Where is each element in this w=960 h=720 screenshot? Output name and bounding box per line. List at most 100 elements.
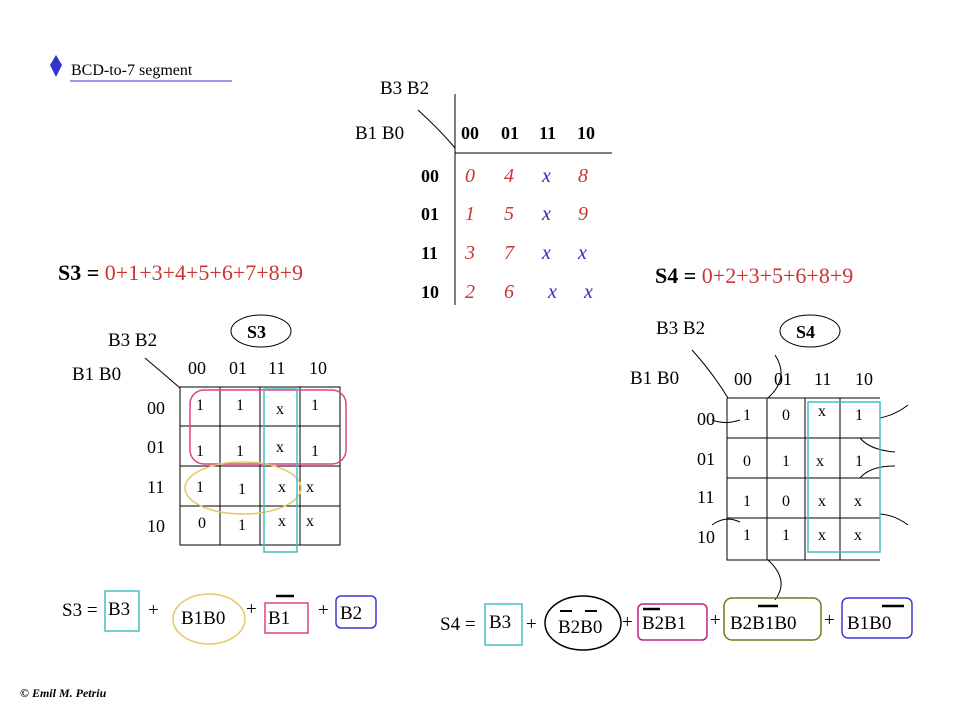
index-cell: 0 bbox=[465, 165, 475, 187]
s3-term: B1B0 bbox=[181, 608, 225, 629]
s3-row-header: 00 bbox=[147, 398, 165, 418]
s4-cell: x bbox=[818, 403, 826, 420]
index-cell: 3 bbox=[464, 242, 475, 264]
s3-row-header: 10 bbox=[147, 516, 165, 536]
s4-equation-prefix: S4 = bbox=[655, 263, 702, 288]
index-cells: 0 4 x 8 1 5 x 9 3 7 x x 2 6 x x bbox=[464, 165, 593, 303]
s3-col-header: 01 bbox=[229, 358, 247, 378]
s3-cell: 1 bbox=[196, 397, 204, 414]
s4-plus: + bbox=[710, 610, 721, 631]
s4-cell: 0 bbox=[743, 453, 751, 470]
index-cell: x bbox=[541, 203, 551, 225]
s3-term-box bbox=[104, 590, 140, 632]
s3-cells: 1 1 x 1 1 1 x 1 1 1 x x 0 1 x x bbox=[196, 397, 319, 534]
s3-side-var: B1 B0 bbox=[72, 364, 121, 385]
index-col-header: 10 bbox=[577, 123, 595, 143]
s4-badge: S4 bbox=[796, 322, 815, 342]
s3-term-box bbox=[172, 593, 246, 645]
s4-cell: x bbox=[854, 527, 862, 544]
s4-term: B2B1 bbox=[642, 613, 686, 634]
s4-row-header: 11 bbox=[697, 487, 714, 507]
s3-kmap: S3 B3 B2 B1 B0 00 01 11 10 00 01 11 10 1… bbox=[72, 314, 347, 553]
s3-cell: 1 bbox=[238, 517, 246, 534]
s3-grid bbox=[179, 386, 341, 546]
s4-equation-terms: 0+2+3+5+6+8+9 bbox=[702, 263, 853, 288]
s4-row-header: 00 bbox=[697, 409, 715, 429]
s4-kmap: S4 B3 B2 B1 B0 00 01 11 10 00 01 11 10 bbox=[630, 314, 909, 601]
index-col-header: 00 bbox=[461, 123, 479, 143]
index-row-header: 10 bbox=[421, 282, 439, 302]
s4-cell: 1 bbox=[782, 453, 790, 470]
s4-plus: + bbox=[622, 612, 633, 633]
index-cell: 2 bbox=[465, 281, 475, 303]
s3-loop-b2-group bbox=[263, 388, 298, 553]
footer-copyright: © Emil M. Petriu bbox=[20, 686, 107, 700]
s3-badge-outline bbox=[230, 314, 292, 348]
s4-cell: x bbox=[816, 453, 824, 470]
s3-col-header: 11 bbox=[268, 358, 285, 378]
s3-cell: 1 bbox=[236, 397, 244, 414]
s4-top-var: B3 B2 bbox=[656, 318, 705, 339]
s4-term-box bbox=[544, 595, 622, 651]
s4-plus: + bbox=[824, 610, 835, 631]
s3-equation: S3 = 0+1+3+4+5+6+7+8+9 bbox=[58, 260, 303, 285]
s3-plus: + bbox=[246, 599, 257, 620]
s3-cell: 1 bbox=[238, 481, 246, 498]
s3-term: B1 bbox=[268, 608, 290, 629]
s4-term: B3 bbox=[489, 612, 511, 633]
index-cell: x bbox=[577, 242, 587, 264]
s4-side-var: B1 B0 bbox=[630, 368, 679, 389]
s3-term-box bbox=[264, 602, 309, 634]
s4-term-box bbox=[637, 603, 708, 641]
index-kmap: B3 B2 B1 B0 00 01 11 10 00 01 11 10 0 4 … bbox=[355, 78, 612, 305]
diamond-bullet-icon bbox=[50, 55, 62, 77]
s3-badge: S3 bbox=[247, 322, 266, 342]
s4-term-box bbox=[484, 603, 523, 646]
s3-equation-terms: 0+1+3+4+5+6+7+8+9 bbox=[105, 260, 303, 285]
s4-term: B2B1B0 bbox=[730, 613, 797, 634]
s4-term: B1B0 bbox=[847, 613, 891, 634]
s3-cell: 1 bbox=[196, 443, 204, 460]
s3-loop-b1-group bbox=[184, 461, 302, 515]
index-cell: 5 bbox=[504, 203, 514, 225]
s3-corner-diagonal bbox=[144, 357, 181, 389]
index-row-header: 00 bbox=[421, 166, 439, 186]
s3-term-box bbox=[335, 595, 377, 629]
index-cell: x bbox=[583, 281, 593, 303]
s4-cell: x bbox=[818, 493, 826, 510]
s4-loop-b3-group bbox=[807, 401, 881, 553]
s4-plus: + bbox=[526, 614, 537, 635]
s4-grid bbox=[711, 354, 909, 601]
index-cell: 9 bbox=[578, 203, 588, 225]
s3-term: B3 bbox=[108, 599, 130, 620]
s4-equation: S4 = 0+2+3+5+6+8+9 bbox=[655, 263, 853, 288]
s4-cell: 0 bbox=[782, 407, 790, 424]
s3-minterm-equation: S3 = 0+1+3+4+5+6+7+8+9 bbox=[58, 260, 303, 285]
s3-cell: x bbox=[306, 479, 314, 496]
s4-corner-diagonal bbox=[691, 349, 729, 399]
s3-plus: + bbox=[318, 600, 329, 621]
s4-minterm-equation: S4 = 0+2+3+5+6+8+9 bbox=[655, 263, 853, 288]
index-side-var: B1 B0 bbox=[355, 123, 404, 144]
s4-result: S4 = B3 + B2B0 + B2B1 + B2B1B0 + B1B0 bbox=[440, 595, 913, 651]
s3-cell: x bbox=[306, 513, 314, 530]
s3-row-header: 01 bbox=[147, 437, 165, 457]
index-cell: x bbox=[547, 281, 557, 303]
index-col-header: 11 bbox=[539, 123, 556, 143]
s4-cell: x bbox=[854, 493, 862, 510]
s4-col-header: 00 bbox=[734, 369, 752, 389]
s3-cell: 1 bbox=[236, 443, 244, 460]
index-cell: x bbox=[541, 242, 551, 264]
s3-cell: 0 bbox=[198, 515, 206, 532]
index-corner-diagonal bbox=[417, 109, 456, 149]
s4-cell: 1 bbox=[855, 407, 863, 424]
s4-term-box bbox=[841, 597, 913, 639]
s4-cell: 1 bbox=[855, 453, 863, 470]
index-cell: 1 bbox=[465, 203, 475, 225]
s3-cell: x bbox=[276, 439, 284, 456]
index-cell: 7 bbox=[504, 242, 515, 264]
s4-cell: 1 bbox=[743, 493, 751, 510]
s3-equation-prefix: S3 = bbox=[58, 260, 105, 285]
s4-cell: 0 bbox=[782, 493, 790, 510]
